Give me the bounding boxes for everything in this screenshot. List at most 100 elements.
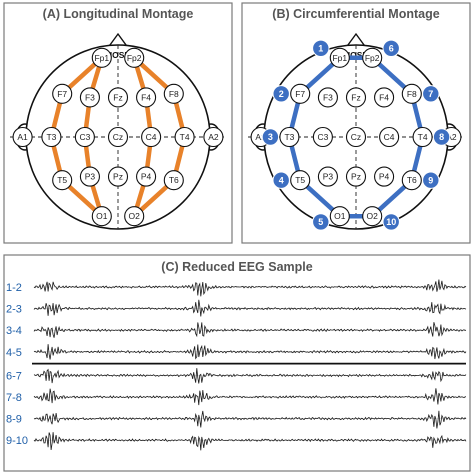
electrode-circle [136, 87, 157, 108]
channel-badge-3: 3 [261, 128, 280, 146]
electrode-circle [290, 83, 311, 104]
electrode-T5: T5 [52, 170, 73, 191]
electrode-label: Pz [351, 172, 361, 182]
electrode-F8: F8 [163, 83, 184, 104]
electrode-label: Cz [351, 132, 361, 142]
badge-label: 10 [386, 217, 396, 227]
electrode-Fz: Fz [107, 87, 129, 108]
panel-eeg-sample: (C) Reduced EEG Sample 1-22-33-44-56-77-… [3, 254, 471, 472]
nose-label: NOSE [344, 50, 368, 60]
eeg-trace-4-5 [33, 344, 467, 360]
electrode-F4: F4 [136, 87, 157, 108]
electrode-circle [107, 166, 129, 187]
electrode-label: Fz [351, 92, 360, 102]
electrode-circle [317, 87, 338, 108]
electrode-circle [107, 87, 129, 108]
electrode-Pz: Pz [107, 166, 129, 187]
electrode-circle [163, 170, 184, 191]
electrode-label: P3 [323, 172, 334, 182]
badge-label: 7 [428, 89, 433, 99]
badge-circle [382, 39, 400, 57]
badge-circle [422, 85, 440, 103]
badge-label: 9 [428, 175, 433, 185]
eeg-traces: 1-22-33-44-56-77-88-99-10 [6, 279, 467, 451]
electrode-O2: O2 [124, 206, 145, 227]
electrode-Cz: Cz [107, 126, 129, 148]
electrode-label: A1 [17, 132, 28, 142]
badge-circle [312, 213, 330, 231]
electrode-label: T4 [418, 132, 428, 142]
electrode-label: A2 [446, 132, 457, 142]
electrode-T3: T3 [279, 126, 300, 148]
electrode-circle [163, 83, 184, 104]
electrode-circle [317, 166, 338, 187]
electrode-circle [279, 126, 300, 148]
electrode-C4: C4 [379, 126, 400, 148]
electrode-label: Fp2 [365, 53, 380, 63]
electrode-label: P3 [85, 172, 96, 182]
electrode-circle [345, 126, 367, 148]
electrode-F3: F3 [79, 87, 100, 108]
eeg-trace-1-2 [33, 279, 467, 297]
channel-badge-1: 1 [312, 39, 330, 57]
electrode-label: C4 [146, 132, 157, 142]
electrode-label: Fp1 [332, 53, 347, 63]
badge-circle [261, 128, 280, 146]
electrode-circle [329, 206, 350, 227]
electrode-label: C3 [79, 132, 90, 142]
electrode-circle [374, 166, 395, 187]
badge-circle [432, 128, 451, 146]
electrode-T5: T5 [290, 170, 311, 191]
electrode-label: A2 [208, 132, 219, 142]
electrode-label: F7 [295, 89, 305, 99]
electrode-label: T6 [407, 175, 417, 185]
eeg-trace-7-8 [33, 388, 467, 406]
electrode-P3: P3 [317, 166, 338, 187]
electrode-P4: P4 [374, 166, 395, 187]
channel-badge-2: 2 [272, 85, 290, 103]
badge-label: 3 [268, 132, 273, 142]
channel-label-1-2: 1-2 [6, 282, 22, 294]
electrode-label: T5 [57, 175, 67, 185]
channel-label-9-10: 9-10 [6, 435, 28, 447]
badge-circle [382, 213, 400, 231]
electrode-circle [362, 47, 383, 68]
badge-label: 2 [279, 89, 284, 99]
electrode-label: F7 [57, 89, 67, 99]
electrode-label: F4 [379, 92, 389, 102]
electrode-label: O1 [334, 211, 346, 221]
electrode-circle [91, 206, 112, 227]
panel-c-title: (C) Reduced EEG Sample [161, 260, 312, 274]
electrode-label: T4 [180, 132, 190, 142]
electrode-T6: T6 [163, 170, 184, 191]
electrode-label: F8 [407, 89, 417, 99]
channel-label-7-8: 7-8 [6, 392, 22, 404]
electrode-Fp2: Fp2 [124, 47, 145, 68]
electrode-circle [174, 126, 195, 148]
electrode-circle [74, 126, 95, 148]
electrode-label: T6 [169, 175, 179, 185]
electrode-circle [107, 126, 129, 148]
nose-label: NOSE [106, 50, 130, 60]
electrode-label: O1 [96, 211, 108, 221]
electrode-circle [52, 83, 73, 104]
electrode-label: P4 [141, 172, 152, 182]
channel-label-2-3: 2-3 [6, 304, 22, 316]
electrode-label: T5 [295, 175, 305, 185]
electrode-T4: T4 [412, 126, 433, 148]
panel-a-title: (A) Longitudinal Montage [43, 7, 194, 21]
electrode-circle [124, 206, 145, 227]
channel-badge-9: 9 [422, 171, 440, 189]
electrode-label: Fz [113, 92, 122, 102]
channel-badge-5: 5 [312, 213, 330, 231]
electrode-label: O2 [367, 211, 379, 221]
channel-badge-4: 4 [272, 171, 290, 189]
electrode-label: O2 [129, 211, 141, 221]
electrode-F8: F8 [401, 83, 422, 104]
channel-label-3-4: 3-4 [6, 325, 22, 337]
electrode-circle [124, 47, 145, 68]
electrode-C4: C4 [141, 126, 162, 148]
